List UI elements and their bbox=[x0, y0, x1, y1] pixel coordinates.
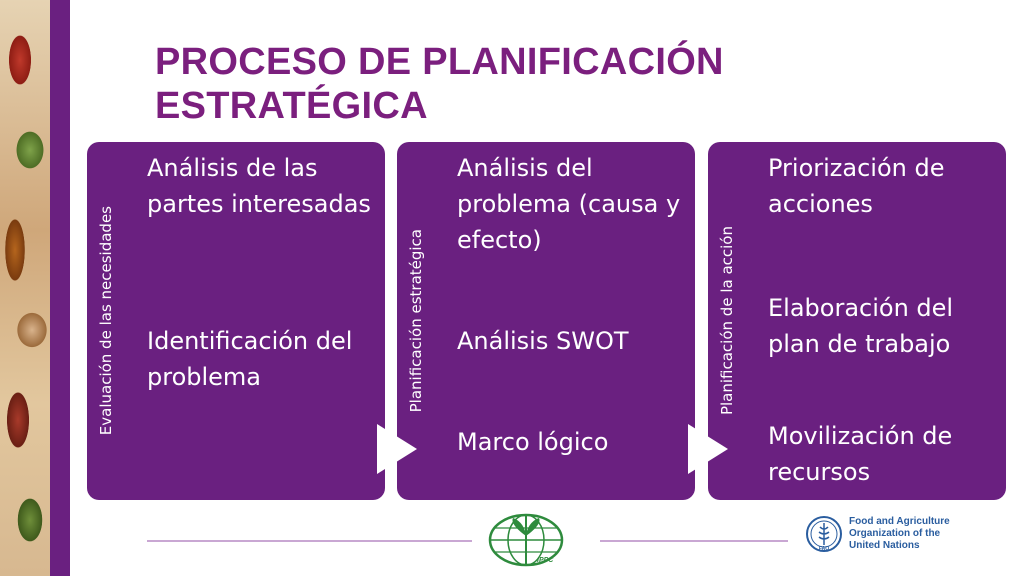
process-panel-action-planning: Planificación de la acción Priorización … bbox=[708, 142, 1006, 500]
panel-item: Identificación del problema bbox=[147, 327, 353, 391]
slide-title-line-1: PROCESO DE PLANIFICACIÓN bbox=[155, 41, 724, 83]
panel-item: Movilización de recursos bbox=[768, 422, 953, 486]
slide-title-line-2: ESTRATÉGICA bbox=[155, 85, 428, 127]
footer-divider-right bbox=[600, 540, 788, 542]
slide-title: PROCESO DE PLANIFICACIÓN ESTRATÉGICA bbox=[155, 40, 915, 128]
fao-emblem-logo: FAO bbox=[806, 516, 842, 552]
fao-name-text: Food and Agriculture Organization of the… bbox=[849, 516, 950, 552]
panel-side-label-text: Planificación de la acción bbox=[718, 226, 736, 416]
fao-name-line-2: Organization of the bbox=[849, 528, 941, 539]
panel-item: Análisis del problema (causa y efecto) bbox=[457, 154, 681, 254]
panel-item: Análisis SWOT bbox=[457, 327, 629, 355]
arrow-right-icon bbox=[377, 424, 417, 474]
panel-item: Elaboración del plan de trabajo bbox=[768, 294, 954, 358]
fao-logo: FAO Food and Agriculture Organization of… bbox=[805, 515, 950, 553]
panel-item: Análisis de las partes interesadas bbox=[147, 154, 371, 218]
ippc-globe-plant-logo: IPPC bbox=[488, 513, 564, 567]
fao-name-line-1: Food and Agriculture bbox=[849, 516, 950, 527]
process-panel-needs-assessment: Evaluación de las necesidades Análisis d… bbox=[87, 142, 385, 500]
fao-name-line-3: United Nations bbox=[849, 540, 920, 551]
ippc-logo-text: IPPC bbox=[537, 557, 554, 564]
panel-item: Marco lógico bbox=[457, 428, 609, 456]
footer-divider-left bbox=[147, 540, 472, 542]
fao-emblem-text: FAO bbox=[819, 546, 829, 552]
process-panel-strategic-planning: Planificación estratégica Análisis del p… bbox=[397, 142, 695, 500]
decorative-botanical-strip bbox=[0, 0, 50, 576]
panel-side-label: Evaluación de las necesidades bbox=[87, 142, 125, 500]
arrow-right-icon bbox=[688, 424, 728, 474]
decorative-purple-bar bbox=[50, 0, 70, 576]
panel-side-label-text: Planificación estratégica bbox=[407, 229, 425, 413]
panel-item: Priorización de acciones bbox=[768, 154, 945, 218]
panel-side-label-text: Evaluación de las necesidades bbox=[97, 206, 115, 436]
